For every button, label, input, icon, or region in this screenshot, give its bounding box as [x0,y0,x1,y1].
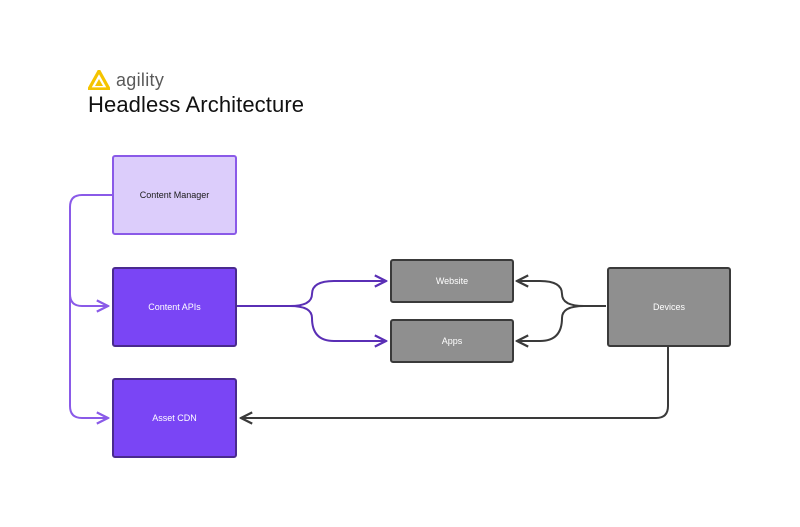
node-asset-cdn: Asset CDN [112,378,237,458]
edge-content-apis-to-website [237,281,386,307]
node-content-manager: Content Manager [112,155,237,235]
node-website: Website [390,259,514,303]
agility-logo-icon [88,70,110,90]
node-asset-cdn-label: Asset CDN [152,413,197,423]
node-content-manager-label: Content Manager [139,190,210,200]
node-apps-label: Apps [441,336,463,346]
edge-devices-to-asset-cdn [241,346,669,418]
node-content-apis-label: Content APIs [148,302,201,312]
node-content-apis: Content APIs [112,267,237,347]
edge-content-manager-to-asset-cdn [69,294,108,418]
brand-name: agility [116,69,165,90]
node-apps: Apps [390,319,514,363]
node-website-label: Website [435,276,469,286]
edge-devices-to-apps [517,305,585,341]
edge-content-apis-to-apps [289,305,386,341]
node-devices-label: Devices [652,302,685,312]
edge-devices-to-website [517,281,606,307]
page-title: Headless Architecture [88,92,305,117]
brand-logo: agility [88,68,164,92]
node-devices: Devices [607,267,731,347]
edge-content-manager-to-content-apis [69,194,112,306]
